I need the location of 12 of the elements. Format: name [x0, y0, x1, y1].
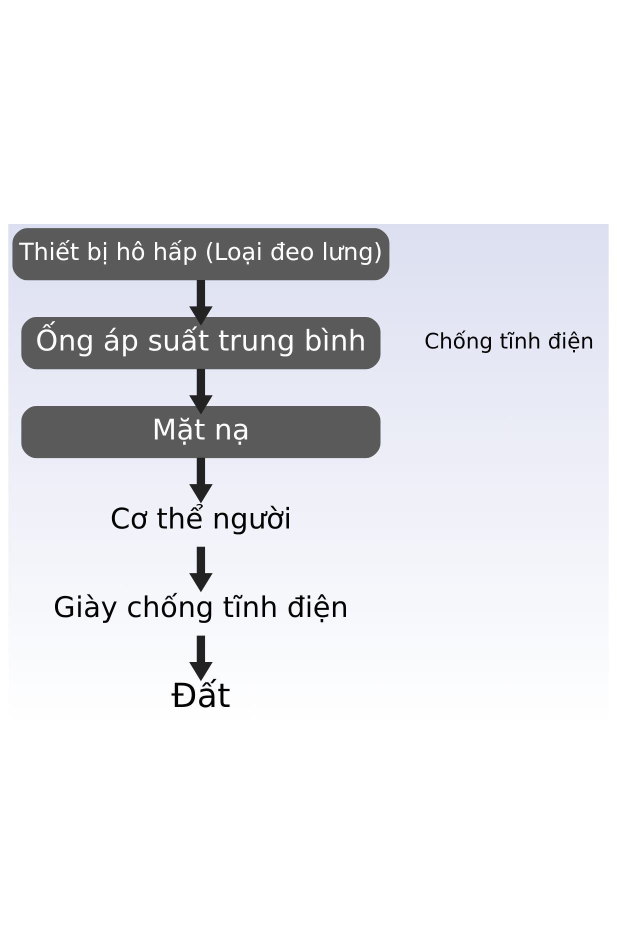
node-box: Ống áp suất trung bình: [21, 316, 381, 369]
arrow: [189, 457, 213, 503]
arrow: [189, 546, 213, 592]
node-text: Giày chống tĩnh điện: [53, 590, 348, 624]
arrow: [189, 279, 213, 326]
node-text: Đất: [171, 675, 230, 714]
arrow: [189, 635, 213, 681]
arrow: [189, 368, 213, 414]
label: Chống tĩnh điện: [424, 328, 594, 354]
node-box: Mặt nạ: [21, 405, 381, 458]
node-text: Cơ thể người: [110, 502, 292, 535]
node-box: Thiết bị hô hấp (Loại đeo lưng): [12, 228, 390, 280]
